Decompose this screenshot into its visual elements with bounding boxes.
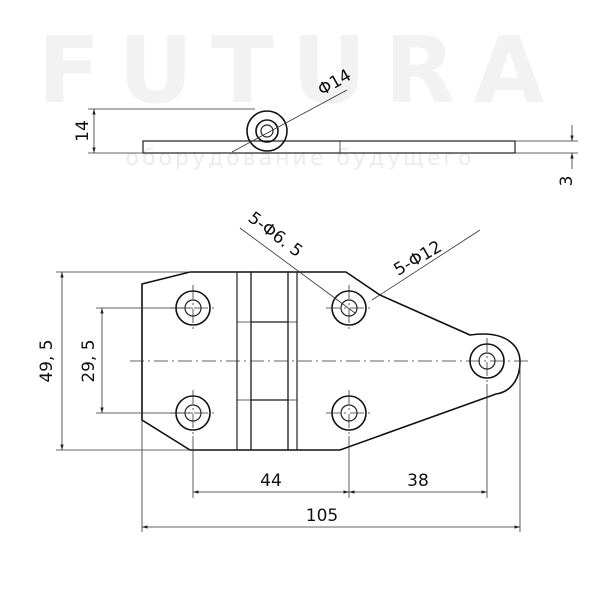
watermark-brand: FUTURA <box>37 17 562 124</box>
side-plate <box>142 140 516 154</box>
dim-holes-large: 5-Φ12 <box>391 237 446 280</box>
diameter-leader <box>231 89 348 153</box>
hole-bottom-right <box>326 390 372 436</box>
watermark: FUTURA оборудование будущего <box>37 17 562 171</box>
knuckle-segment-top <box>250 271 289 323</box>
leader-small-holes <box>239 227 356 314</box>
dim-height-14: 14 <box>73 120 93 142</box>
side-pin-outer <box>255 119 279 143</box>
watermark-tagline: оборудование будущего <box>126 146 475 171</box>
hole-top-right <box>326 285 372 331</box>
leader-large-holes <box>371 229 481 301</box>
dim-width-38: 38 <box>407 471 429 491</box>
knuckle-segment-bottom <box>250 399 289 451</box>
dim-overall-height: 49, 5 <box>37 339 57 382</box>
hole-tip <box>469 338 505 384</box>
dim-hole-spacing: 29, 5 <box>79 339 99 382</box>
dim-overall-width: 105 <box>306 506 338 526</box>
dim-width-44: 44 <box>260 471 282 491</box>
side-knuckle <box>246 110 288 152</box>
side-pin-inner <box>260 124 274 138</box>
top-view: 5-Φ6. 5 5-Φ12 49, 5 29, 5 44 38 105 <box>37 208 530 532</box>
dim-thickness-3: 3 <box>557 176 577 187</box>
